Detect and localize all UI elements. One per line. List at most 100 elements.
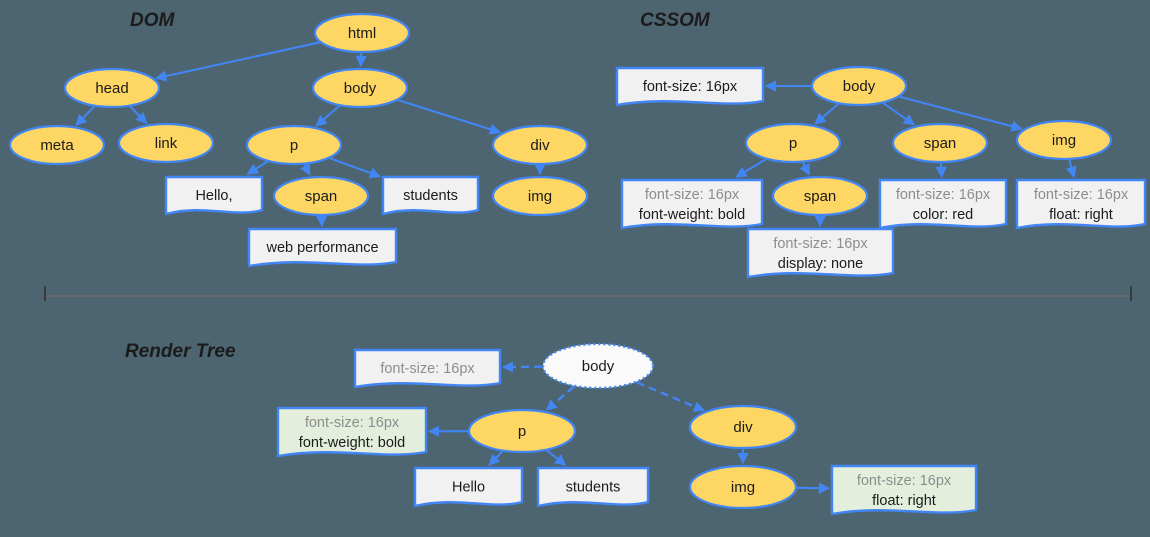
edge-c_body-to-c_p bbox=[814, 103, 840, 125]
box-text-line: font-size: 16px bbox=[305, 415, 400, 431]
render-tree-section-title: Render Tree bbox=[125, 341, 236, 362]
box-node[interactable]: font-size: 16px bbox=[615, 66, 765, 107]
box-shape bbox=[353, 348, 502, 389]
box-text-line: font-size: 16px bbox=[645, 187, 740, 203]
node-img[interactable]: img bbox=[1015, 119, 1113, 161]
node-label: img bbox=[731, 479, 755, 496]
node-label: div bbox=[733, 419, 753, 436]
node-shape bbox=[467, 408, 577, 454]
node-div[interactable]: div bbox=[491, 124, 589, 166]
node-img[interactable]: img bbox=[688, 464, 798, 510]
node-p[interactable]: p bbox=[245, 124, 343, 166]
node-shape bbox=[688, 404, 798, 450]
box-node[interactable]: font-size: 16px bbox=[353, 348, 502, 389]
box-node[interactable]: font-size: 16px float: right bbox=[830, 464, 978, 516]
edge-r_p-to-r_students bbox=[546, 449, 567, 466]
edge-c_p-to-c_span_inner bbox=[799, 162, 811, 176]
node-span[interactable]: span bbox=[272, 175, 370, 217]
box-text-line: font-size: 16px bbox=[643, 79, 738, 95]
box-node[interactable]: web performance bbox=[247, 227, 398, 268]
edge-body-to-p bbox=[315, 105, 341, 127]
section-divider bbox=[44, 286, 1132, 301]
edge-c_img-to-c_box_img bbox=[1065, 159, 1077, 179]
box-shape bbox=[746, 227, 895, 279]
node-div[interactable]: div bbox=[688, 404, 798, 450]
node-shape bbox=[491, 175, 589, 217]
box-shape bbox=[276, 406, 428, 458]
box-node[interactable]: Hello bbox=[413, 466, 524, 508]
edges-layer bbox=[75, 41, 1077, 494]
node-label: p bbox=[518, 423, 526, 440]
node-label: img bbox=[1052, 132, 1076, 149]
node-label: div bbox=[530, 137, 550, 154]
box-text-line: Hello, bbox=[195, 188, 232, 204]
box-shape bbox=[164, 175, 264, 216]
box-text-line: students bbox=[403, 188, 458, 204]
node-shape bbox=[313, 12, 411, 54]
node-shape bbox=[311, 67, 409, 109]
edge-c_span_top-to-c_box_span_top bbox=[935, 162, 947, 179]
box-shape bbox=[620, 178, 764, 230]
node-shape bbox=[63, 67, 161, 109]
box-text-line: font-size: 16px bbox=[857, 473, 952, 489]
edge-head-to-meta bbox=[75, 105, 95, 126]
node-shape bbox=[245, 124, 343, 166]
box-text-line: float: right bbox=[1049, 207, 1113, 223]
edge-body-to-div bbox=[397, 99, 502, 135]
box-shape bbox=[247, 227, 398, 268]
node-p[interactable]: p bbox=[744, 122, 842, 164]
node-label: body bbox=[344, 80, 377, 97]
edge-html-to-head bbox=[155, 41, 320, 82]
node-shape bbox=[491, 124, 589, 166]
node-shape bbox=[744, 122, 842, 164]
node-label: span bbox=[924, 135, 957, 152]
edge-r_p-to-r_hello bbox=[488, 450, 504, 466]
dom-section-title: DOM bbox=[130, 10, 176, 31]
node-span[interactable]: span bbox=[771, 175, 869, 217]
box-node[interactable]: students bbox=[536, 466, 650, 508]
box-text-line: display: none bbox=[778, 256, 863, 272]
cssom-section-title: CSSOM bbox=[640, 10, 711, 31]
node-link[interactable]: link bbox=[117, 122, 215, 164]
node-body[interactable]: body bbox=[810, 65, 908, 107]
box-node[interactable]: students bbox=[381, 175, 480, 216]
node-shape bbox=[688, 464, 798, 510]
node-shape bbox=[117, 122, 215, 164]
node-shape bbox=[771, 175, 869, 217]
node-shape bbox=[272, 175, 370, 217]
box-shape bbox=[536, 466, 650, 508]
node-p[interactable]: p bbox=[467, 408, 577, 454]
box-text-line: font-size: 16px bbox=[1034, 187, 1129, 203]
box-text-line: web performance bbox=[265, 240, 378, 256]
node-label: meta bbox=[40, 137, 74, 154]
node-label: html bbox=[348, 25, 376, 42]
node-body[interactable]: body bbox=[541, 342, 655, 390]
node-label: p bbox=[789, 135, 797, 152]
node-span[interactable]: span bbox=[891, 122, 989, 164]
node-meta[interactable]: meta bbox=[8, 124, 106, 166]
node-shape bbox=[8, 124, 106, 166]
box-node[interactable]: Hello, bbox=[164, 175, 264, 216]
node-shape bbox=[1015, 119, 1113, 161]
node-head[interactable]: head bbox=[63, 67, 161, 109]
edge-head-to-link bbox=[129, 105, 148, 125]
box-node[interactable]: font-size: 16px float: right bbox=[1015, 178, 1147, 230]
node-label: head bbox=[95, 80, 128, 97]
node-body[interactable]: body bbox=[311, 67, 409, 109]
edge-c_p-to-c_box_p bbox=[735, 158, 767, 178]
box-shape bbox=[413, 466, 524, 508]
box-text-line: float: right bbox=[872, 493, 936, 509]
node-label: link bbox=[155, 135, 178, 152]
node-html[interactable]: html bbox=[313, 12, 411, 54]
node-img[interactable]: img bbox=[491, 175, 589, 217]
node-label: img bbox=[528, 188, 552, 205]
edge-r_body-to-r_p bbox=[545, 385, 575, 411]
edge-p-to-hello bbox=[246, 160, 269, 175]
edge-r_body-to-r_div bbox=[636, 381, 705, 412]
